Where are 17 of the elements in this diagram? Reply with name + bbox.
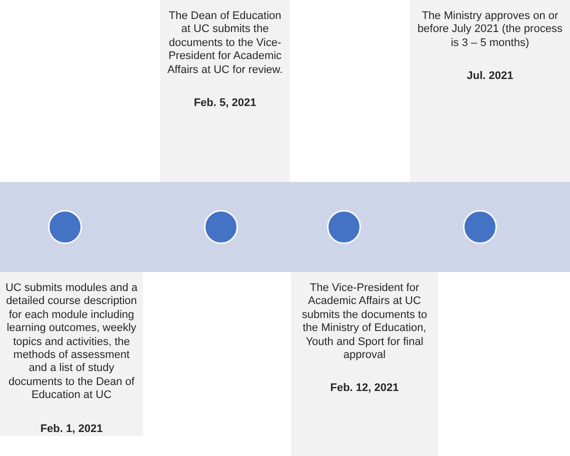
dot-icon xyxy=(327,210,361,244)
event-description: UC submits modules and a detailed course description for each module including learning outcomes, weekly topics and activities, the methods of assessment and a list of study documents to the Dean of Education at UC xyxy=(4,282,139,403)
event-date: Jul. 2021 xyxy=(466,70,514,84)
dot-icon xyxy=(463,210,497,244)
event-card xyxy=(160,0,290,182)
timeline-band xyxy=(0,182,570,272)
event-card xyxy=(291,272,438,456)
event-card xyxy=(410,0,570,182)
event-description: The Vice-President for Academic Affairs at UC submits the documents to the Ministry of Education, Youth and Sport for final approval xyxy=(300,282,428,362)
event-description: The Dean of Education at UC submits the documents to the Vice-President for Academic Affairs at UC for review. xyxy=(166,10,284,78)
event-date: Feb. 1, 2021 xyxy=(39,422,104,436)
event-description: The Ministry approves on or before July 2021 (the process is 3 – 5 months) xyxy=(416,10,564,50)
event-card xyxy=(0,272,143,436)
dot-icon xyxy=(48,210,82,244)
event-date: Feb. 12, 2021 xyxy=(329,382,400,396)
dot-icon xyxy=(204,210,238,244)
event-date: Feb. 5, 2021 xyxy=(192,97,258,110)
